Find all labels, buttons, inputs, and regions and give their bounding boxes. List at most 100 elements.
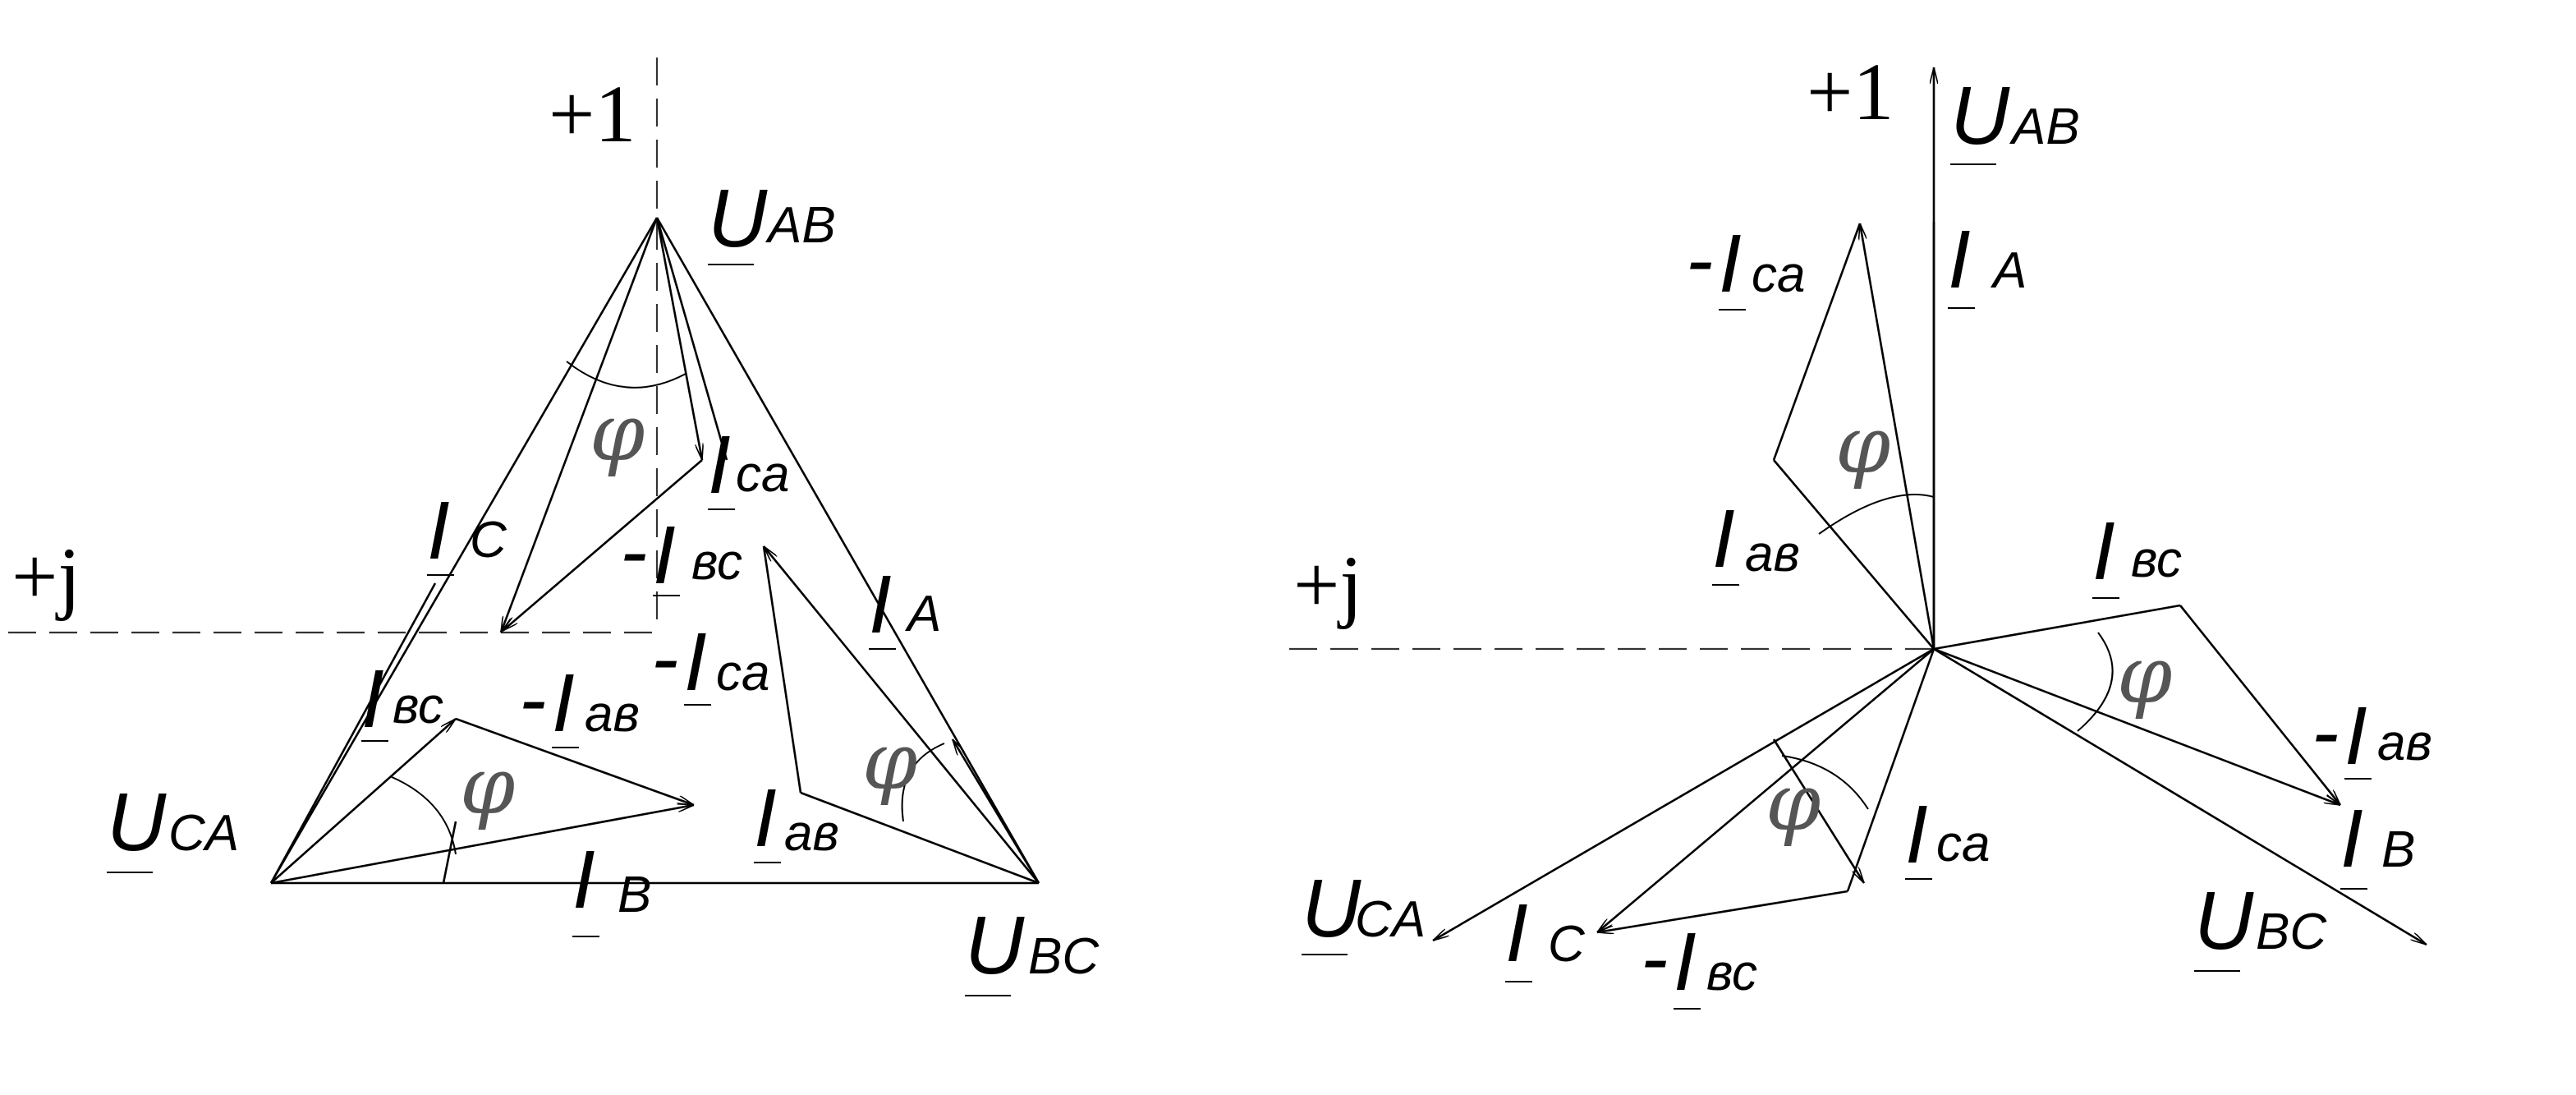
right-neg-i-ca-vector — [1860, 223, 1935, 650]
svg-text:I: I — [427, 485, 450, 577]
right-i-b-vector — [1933, 647, 2341, 807]
right-label-u-ca: U CA — [1302, 863, 1426, 955]
svg-text:I: I — [754, 772, 777, 864]
right-phi-right: φ — [2117, 629, 2172, 721]
svg-text:ав: ав — [784, 805, 839, 862]
right-label-i-c: I C — [1505, 887, 1586, 982]
svg-text:U: U — [1950, 70, 2010, 162]
svg-text:-: - — [1641, 912, 1668, 1004]
right-u-bc-vector — [1933, 647, 2427, 946]
svg-text:-: - — [620, 505, 647, 597]
svg-text:B: B — [618, 867, 651, 923]
left-neg-i-bc-vector — [502, 459, 703, 632]
svg-text:I: I — [572, 834, 595, 926]
svg-text:I: I — [361, 653, 384, 745]
right-label-i-ab: I ав — [1712, 493, 1800, 586]
svg-text:CA: CA — [1355, 891, 1426, 948]
right-i-c-vector — [1596, 648, 1935, 933]
svg-text:ав: ав — [2377, 715, 2432, 771]
svg-text:BC: BC — [2256, 904, 2327, 960]
svg-text:ca: ca — [1936, 816, 1990, 872]
right-phi-arc-top — [1818, 494, 1935, 535]
right-diagram: +1 +j φ φ φ U AB - I ca — [1289, 46, 2432, 1010]
right-label-neg-i-bc: - I вс — [1641, 912, 1757, 1010]
right-real-axis-label: +1 — [1807, 46, 1894, 137]
left-i-bc-vector — [270, 718, 457, 884]
svg-text:I: I — [684, 616, 707, 708]
svg-text:I: I — [1948, 214, 1971, 306]
left-phi-top: φ — [590, 387, 645, 479]
left-label-neg-i-ab: - I ав — [519, 653, 640, 749]
left-label-i-a: I A — [869, 559, 941, 651]
left-phi-arc-top — [566, 361, 686, 389]
svg-text:ca: ca — [716, 645, 769, 702]
left-phi-left: φ — [460, 740, 515, 832]
svg-text:-: - — [1686, 214, 1713, 306]
left-i-a-vector — [951, 738, 1040, 884]
left-voltage-side-ca-ab — [269, 217, 659, 884]
left-i-ca-vector — [655, 217, 702, 460]
svg-text:I: I — [2340, 793, 2363, 885]
left-label-i-ab: I ав — [754, 772, 839, 864]
left-imag-axis-label: +j — [11, 531, 80, 622]
right-label-u-bc: U BC — [2194, 875, 2327, 972]
right-i-ca-vector — [1846, 648, 1935, 892]
left-voltage-side-ab-bc — [655, 217, 1040, 884]
left-i-ab-vector — [800, 791, 1040, 885]
svg-text:вс: вс — [691, 534, 742, 591]
left-label-i-b: I B — [572, 834, 651, 937]
left-phi-arc-left — [389, 775, 457, 855]
right-phi-arc-bottom — [1781, 755, 1869, 810]
svg-text:AB: AB — [765, 197, 836, 254]
svg-text:I: I — [552, 657, 575, 749]
right-phi-arc-right — [2077, 632, 2114, 732]
left-label-neg-i-ca: - I ca — [651, 612, 769, 708]
right-label-u-ab: U AB — [1950, 70, 2080, 165]
left-label-u-ab: U AB — [708, 173, 836, 265]
svg-text:B: B — [2381, 821, 2415, 878]
left-label-u-bc: U BC — [965, 899, 1100, 996]
right-phi-top: φ — [1835, 399, 1890, 491]
left-label-u-ca: U CA — [107, 776, 239, 873]
right-u-ca-vector — [1432, 647, 1935, 942]
svg-text:I: I — [1905, 789, 1928, 881]
svg-text:ав: ав — [585, 686, 640, 743]
svg-text:вс: вс — [1706, 945, 1757, 1001]
left-i-c-to-uca — [269, 582, 437, 884]
svg-text:I: I — [2344, 690, 2367, 782]
svg-text:U: U — [965, 899, 1025, 991]
svg-text:A: A — [904, 586, 941, 642]
svg-text:I: I — [2092, 505, 2115, 597]
right-label-i-ca: I ca — [1905, 789, 1990, 881]
svg-text:CA: CA — [168, 805, 239, 862]
svg-text:I: I — [869, 559, 892, 651]
left-phi-tick — [442, 821, 457, 884]
svg-text:ca: ca — [736, 446, 789, 503]
svg-text:I: I — [1712, 493, 1735, 585]
svg-text:I: I — [1674, 916, 1697, 1008]
left-i-b-vector — [270, 805, 694, 885]
svg-text:-: - — [651, 612, 678, 704]
left-label-i-ca: I ca — [708, 419, 789, 511]
right-label-neg-i-ab: - I ав — [2312, 686, 2432, 782]
left-diagram: +1 +j φ φ φ U AB I — [8, 58, 1100, 996]
svg-text:вс: вс — [393, 678, 443, 734]
left-i-ab-helper — [762, 545, 802, 794]
left-label-i-c: I C — [427, 485, 507, 577]
right-neg-i-bc-vector — [1597, 890, 1848, 932]
right-neg-i-ab-vector — [2179, 605, 2342, 806]
right-imag-axis-label: +j — [1293, 539, 1362, 630]
right-i-bc-vector — [1933, 604, 2181, 651]
svg-text:U: U — [2194, 875, 2254, 967]
svg-text:I: I — [653, 509, 676, 601]
right-i-ab-to-ica — [1772, 223, 1862, 461]
svg-text:-: - — [2312, 686, 2339, 778]
svg-text:U: U — [1302, 863, 1361, 955]
right-label-i-bc: I вс — [2092, 505, 2182, 599]
svg-text:BC: BC — [1028, 928, 1100, 985]
svg-text:C: C — [470, 512, 507, 568]
left-real-axis-label: +1 — [549, 68, 636, 159]
svg-text:ав: ав — [1745, 526, 1800, 582]
left-label-neg-i-bc: - I вс — [620, 505, 742, 601]
svg-text:U: U — [708, 173, 768, 265]
